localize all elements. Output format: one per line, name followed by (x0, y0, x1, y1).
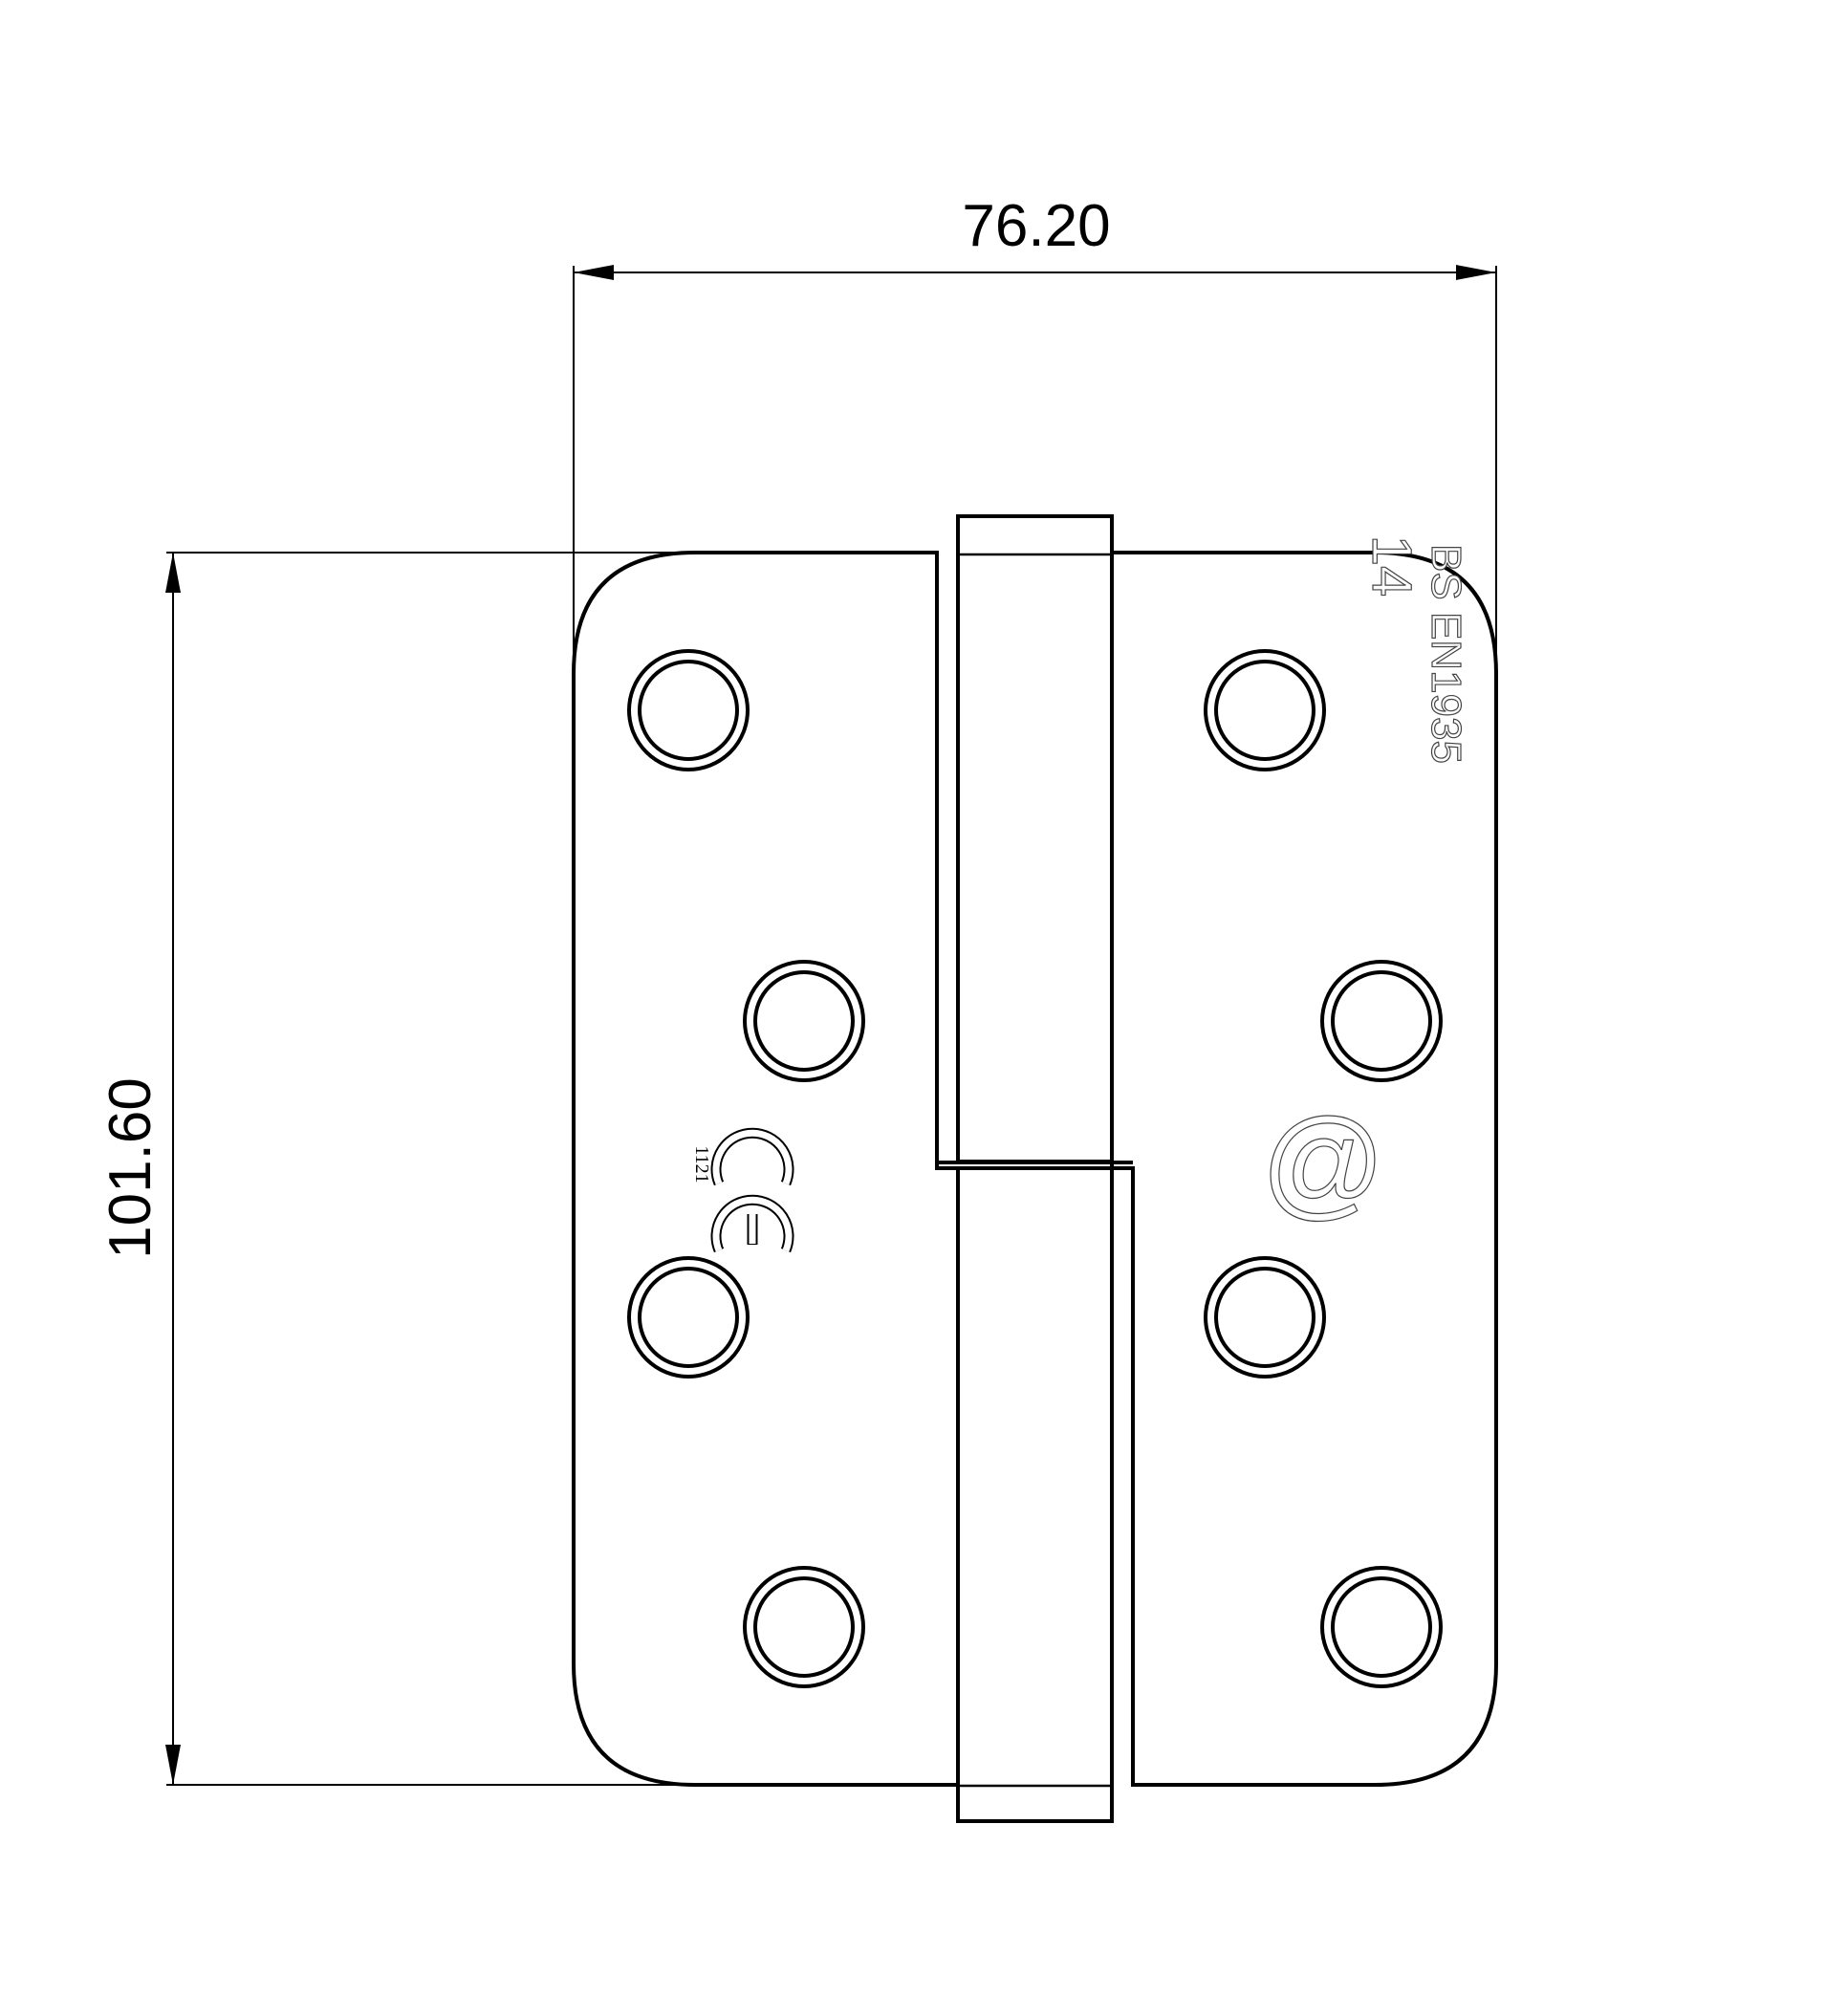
width-dimension-label: 76.20 (962, 193, 1110, 259)
width-arrow-right (1456, 265, 1496, 280)
standard-marking: BS EN1935 14 (1359, 534, 1469, 764)
countersunk-hole-icon (627, 1256, 750, 1379)
height-dimension-label: 101.60 (98, 1077, 163, 1259)
upper-knuckle (956, 514, 1114, 1163)
ce-number: 1121 (691, 1145, 712, 1183)
countersunk-hole-icon (1204, 649, 1326, 771)
ce-mark-icon: 1121 (691, 1127, 794, 1253)
standard-marking-line1: BS EN1935 (1423, 544, 1469, 764)
height-arrow-bottom (165, 1745, 181, 1785)
hinge-body (572, 514, 1498, 1823)
height-dimension: 101.60 (98, 552, 688, 1786)
countersunk-hole-icon (743, 1566, 865, 1688)
width-arrow-left (574, 265, 614, 280)
width-dimension: 76.20 (573, 193, 1497, 669)
countersunk-hole-icon (1320, 1566, 1443, 1688)
countersunk-hole-icon (627, 649, 750, 771)
at-logo-icon: @ (1260, 1094, 1385, 1231)
countersunk-hole-icon (1320, 960, 1443, 1082)
countersunk-hole-icon (743, 960, 865, 1082)
right-leaf-outline (1110, 551, 1498, 1787)
lower-knuckle (956, 1166, 1114, 1823)
height-arrow-top (165, 553, 181, 593)
left-leaf-outline (572, 551, 960, 1787)
standard-marking-line2: 14 (1360, 535, 1423, 597)
countersunk-hole-icon (1204, 1256, 1326, 1379)
logo-mark: @ (1261, 1095, 1385, 1231)
screw-holes (627, 649, 1443, 1688)
